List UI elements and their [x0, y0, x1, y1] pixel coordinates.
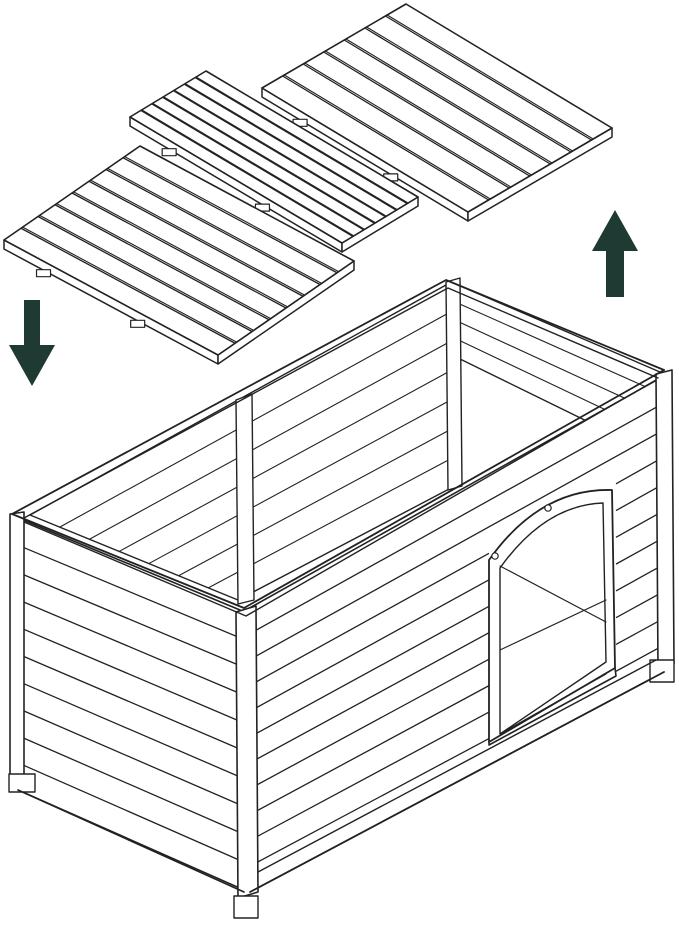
kennel-door-opening [488, 489, 617, 746]
roof-panel-left [3, 145, 355, 365]
arrow-down-icon [9, 300, 55, 386]
kennel-corner-posts [8, 277, 675, 919]
kennel-body [8, 277, 675, 919]
roof-panel-right [261, 3, 613, 222]
roof-panel-middle [129, 70, 419, 253]
kennel-top-rim [11, 279, 665, 893]
arrow-up-icon [592, 210, 638, 297]
